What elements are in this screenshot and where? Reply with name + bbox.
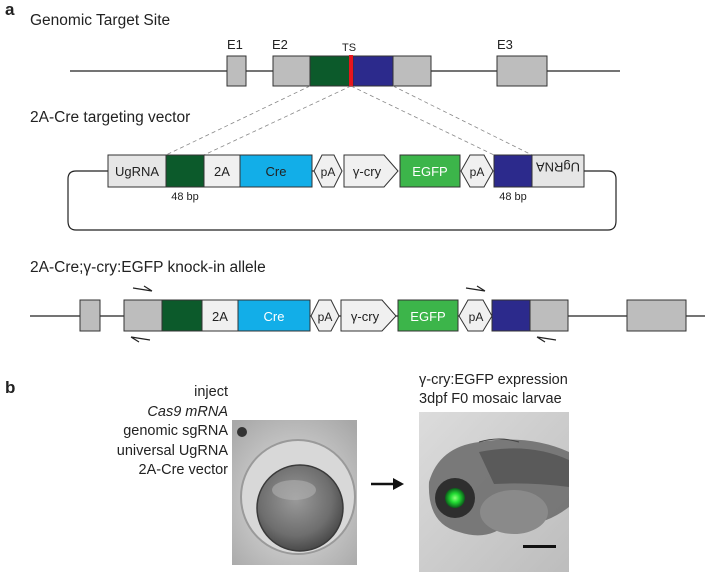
allele-egfp-box bbox=[397, 299, 459, 332]
primer-reverse-icon bbox=[536, 336, 557, 343]
primer-forward-icon bbox=[132, 285, 153, 292]
allele-label-2a: 2A bbox=[212, 309, 228, 324]
exon-1-box bbox=[226, 55, 247, 87]
allele-2a-box bbox=[201, 299, 239, 332]
vector-label-pa1: pA bbox=[321, 165, 336, 179]
genomic-target-title: Genomic Target Site bbox=[30, 12, 171, 29]
vector-pa2-shape bbox=[460, 154, 494, 188]
allele-label-pa1: pA bbox=[318, 310, 333, 324]
exon-2-left-box bbox=[272, 55, 311, 87]
vector-left-homology-box bbox=[165, 154, 205, 188]
exon-label-e3: E3 bbox=[497, 37, 513, 52]
vector-label-pa2: pA bbox=[470, 165, 485, 179]
expression-line-2: 3dpf F0 mosaic larvae bbox=[419, 391, 562, 407]
primer-forward-icon bbox=[465, 285, 486, 292]
vector-gamma-cry-shape bbox=[343, 154, 399, 188]
inject-line-5: 2A-Cre vector bbox=[138, 462, 228, 478]
allele-right-homology-box bbox=[491, 299, 531, 332]
knock-in-allele: 2A Cre pA γ-cry EGFP pA bbox=[30, 285, 705, 343]
inject-line-1: inject bbox=[194, 384, 228, 400]
vector-ugrna-right-box bbox=[531, 154, 585, 188]
allele-exon-3-box bbox=[626, 299, 687, 332]
exon-3-box bbox=[496, 55, 548, 87]
vector-ugrna-left-box bbox=[107, 154, 167, 188]
allele-label-gamma-cry: γ-cry bbox=[351, 309, 380, 324]
allele-label-egfp: EGFP bbox=[410, 309, 445, 324]
expression-line-1: γ-cry:EGFP expression bbox=[419, 372, 568, 388]
injection-list: inject Cas9 mRNA genomic sgRNA universal… bbox=[40, 383, 228, 488]
expression-caption: γ-cry:EGFP expression 3dpf F0 mosaic lar… bbox=[419, 371, 568, 409]
target-site-mark bbox=[349, 55, 353, 87]
vector-cre-box bbox=[239, 154, 313, 188]
allele-exon-2-right-box bbox=[529, 299, 569, 332]
allele-pa2-shape bbox=[458, 299, 493, 332]
allele-title: 2A-Cre;γ-cry:EGFP knock-in allele bbox=[30, 259, 266, 276]
inject-line-4: universal UgRNA bbox=[116, 442, 228, 459]
homology-label-right: 48 bp bbox=[499, 191, 527, 203]
primer-reverse-icon bbox=[130, 336, 151, 343]
homology-label-left: 48 bp bbox=[171, 191, 199, 203]
allele-label-pa2: pA bbox=[469, 310, 484, 324]
allele-exon-2-left-box bbox=[123, 299, 163, 332]
allele-exon-1-box bbox=[79, 299, 101, 332]
genomic-locus: E1 E2 TS E3 bbox=[70, 37, 620, 87]
inject-line-2: Cas9 mRNA bbox=[147, 403, 228, 420]
allele-label-cre: Cre bbox=[264, 309, 285, 324]
allele-gamma-cry-shape bbox=[340, 299, 397, 332]
vector-label-ugrna-left: UgRNA bbox=[115, 164, 159, 179]
embryo-micrograph bbox=[232, 420, 357, 565]
allele-cre-box bbox=[237, 299, 311, 332]
exon-label-e2: E2 bbox=[272, 37, 288, 52]
vector-label-ugrna-right: UgRNA bbox=[536, 160, 580, 175]
allele-left-homology-box bbox=[161, 299, 203, 332]
vector-label-2a: 2A bbox=[214, 164, 230, 179]
exon-2-right-box bbox=[392, 55, 432, 87]
vector-label-egfp: EGFP bbox=[412, 164, 447, 179]
left-homology-box bbox=[309, 55, 351, 87]
vector-egfp-box bbox=[399, 154, 461, 188]
allele-pa1-shape bbox=[310, 299, 340, 332]
exon-label-e1: E1 bbox=[227, 37, 243, 52]
right-homology-box bbox=[352, 55, 394, 87]
homology-connectors bbox=[165, 85, 533, 156]
vector-label-cre: Cre bbox=[266, 164, 287, 179]
target-site-label: TS bbox=[342, 42, 356, 54]
vector-title: 2A-Cre targeting vector bbox=[30, 109, 191, 126]
targeting-vector: UgRNA 2A Cre pA γ-cry EGFP pA UgRNA 48 b… bbox=[67, 154, 617, 231]
panel-letter-a: a bbox=[5, 0, 15, 19]
right-arrow-icon bbox=[371, 478, 404, 490]
vector-label-gamma-cry: γ-cry bbox=[353, 164, 382, 179]
panel-letter-b: b bbox=[5, 378, 16, 397]
vector-pa1-shape bbox=[313, 154, 343, 188]
scale-bar bbox=[523, 545, 556, 548]
larva-micrograph bbox=[419, 412, 569, 572]
inject-line-3: genomic sgRNA bbox=[123, 423, 228, 439]
vector-right-homology-box bbox=[493, 154, 533, 188]
vector-2a-box bbox=[203, 154, 241, 188]
